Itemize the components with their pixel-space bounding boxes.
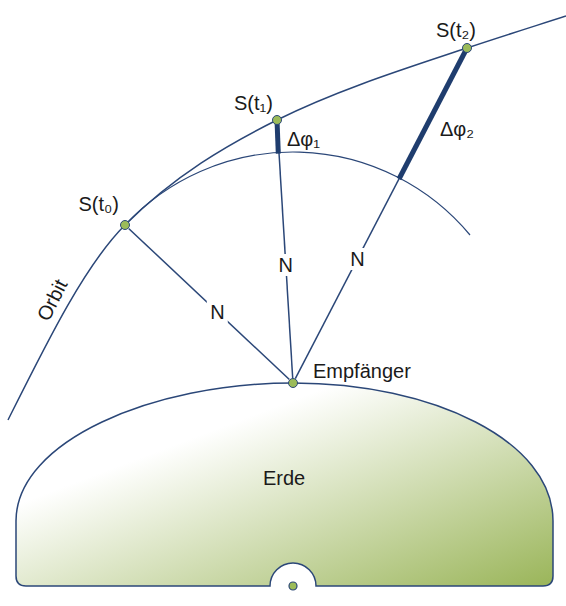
range-label: N <box>276 254 296 276</box>
satellite-position: S(t₂) <box>462 43 472 53</box>
point-label: S(t₁) <box>234 92 273 114</box>
satellite-position: S(t₀) <box>120 220 130 230</box>
phase-segment <box>399 48 467 179</box>
phase-label: Δφ₂ <box>440 118 474 140</box>
earth-center <box>289 582 297 590</box>
point-label: S(t₂) <box>436 19 476 41</box>
range-label: N <box>207 301 227 323</box>
orbit-curve <box>8 16 566 420</box>
satellite-position: S(t₁) <box>272 115 282 125</box>
phase-segment <box>277 120 278 154</box>
orbit-label: Orbit <box>31 273 73 327</box>
range-arc <box>125 152 470 235</box>
range-line <box>129 228 290 379</box>
earth-body <box>16 383 553 586</box>
earth-label: Erde <box>263 467 305 489</box>
receiver-point: Empfänger <box>288 378 298 388</box>
phase-label: Δφ₁ <box>287 128 320 150</box>
range-label: N <box>347 248 367 270</box>
point-label: Empfänger <box>313 360 411 382</box>
point-label: S(t₀) <box>78 193 119 215</box>
range-line <box>277 125 292 378</box>
earth-shape: Erde <box>13 381 556 593</box>
